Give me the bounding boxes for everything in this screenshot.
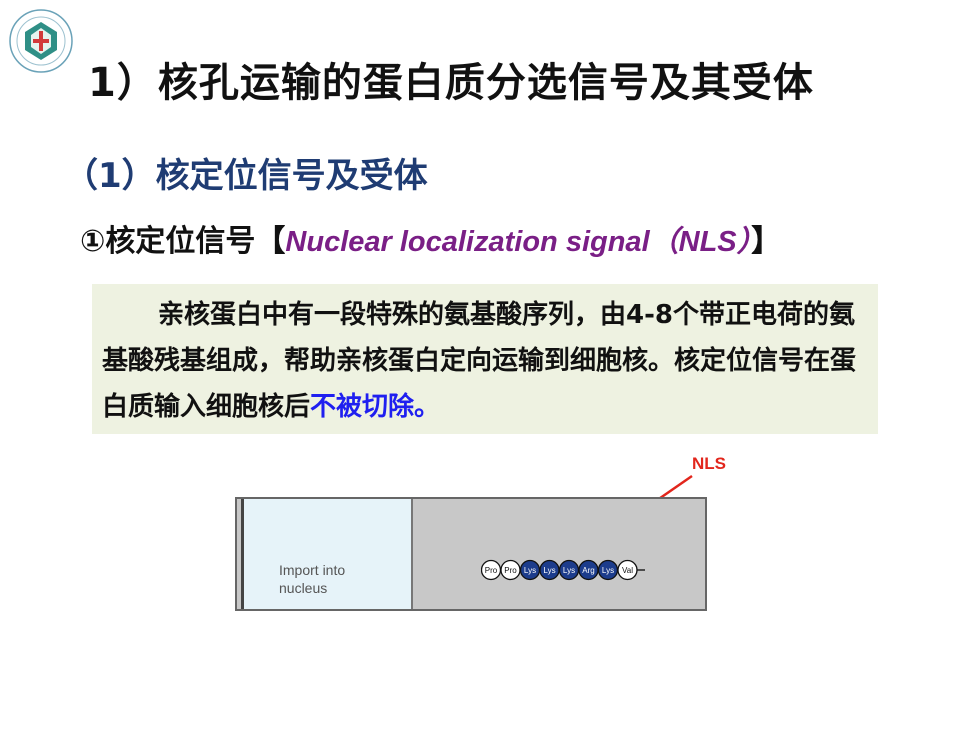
definition-body: 亲核蛋白中有一段特殊的氨基酸序列，由4-8个带正电荷的氨基酸残基组成，帮助亲核蛋… bbox=[102, 300, 857, 422]
medical-university-seal-icon bbox=[9, 9, 73, 73]
nls-label: NLS bbox=[692, 454, 726, 473]
residue-label: Lys bbox=[602, 566, 614, 575]
definition-highlight: 不被切除。 bbox=[310, 392, 441, 422]
nls-heading: ①核定位信号【Nuclear localization signal（NLS）】 bbox=[80, 216, 781, 260]
nls-figure: Import into nucleus Pro Pro Lys Lys Lys Arg Ly… bbox=[235, 497, 707, 611]
section-subtitle: （1）核定位信号及受体 bbox=[64, 156, 428, 196]
nls-heading-suffix: 】 bbox=[751, 224, 782, 259]
nls-heading-prefix: ①核定位信号【 bbox=[80, 224, 286, 259]
nls-heading-english: Nuclear localization signal（NLS） bbox=[285, 226, 752, 258]
residue-label: Lys bbox=[543, 566, 555, 575]
residue-label: Arg bbox=[582, 566, 594, 575]
figure-caption-line2: nucleus bbox=[279, 580, 328, 596]
residue-label: Val bbox=[622, 566, 633, 575]
figure-caption-line1: Import into bbox=[279, 562, 346, 578]
residue-label: Lys bbox=[524, 566, 536, 575]
residue-label: Pro bbox=[485, 566, 498, 575]
residue-label: Lys bbox=[563, 566, 575, 575]
definition-box: 亲核蛋白中有一段特殊的氨基酸序列，由4-8个带正电荷的氨基酸残基组成，帮助亲核蛋… bbox=[92, 284, 878, 434]
residue-val-8 bbox=[617, 559, 638, 581]
amino-acid-sequence: Pro Pro Lys Lys Lys Arg Lys Val bbox=[481, 559, 645, 581]
page-title: 1）核孔运输的蛋白质分选信号及其受体 bbox=[88, 60, 814, 106]
figure-caption: Import into nucleus bbox=[279, 561, 345, 597]
figure-left-panel: Import into nucleus bbox=[241, 499, 413, 609]
residue-label: Pro bbox=[504, 566, 517, 575]
figure-divider bbox=[241, 499, 244, 609]
university-logo bbox=[8, 8, 74, 74]
definition-text: 亲核蛋白中有一段特殊的氨基酸序列，由4-8个带正电荷的氨基酸残基组成，帮助亲核蛋… bbox=[92, 284, 878, 430]
